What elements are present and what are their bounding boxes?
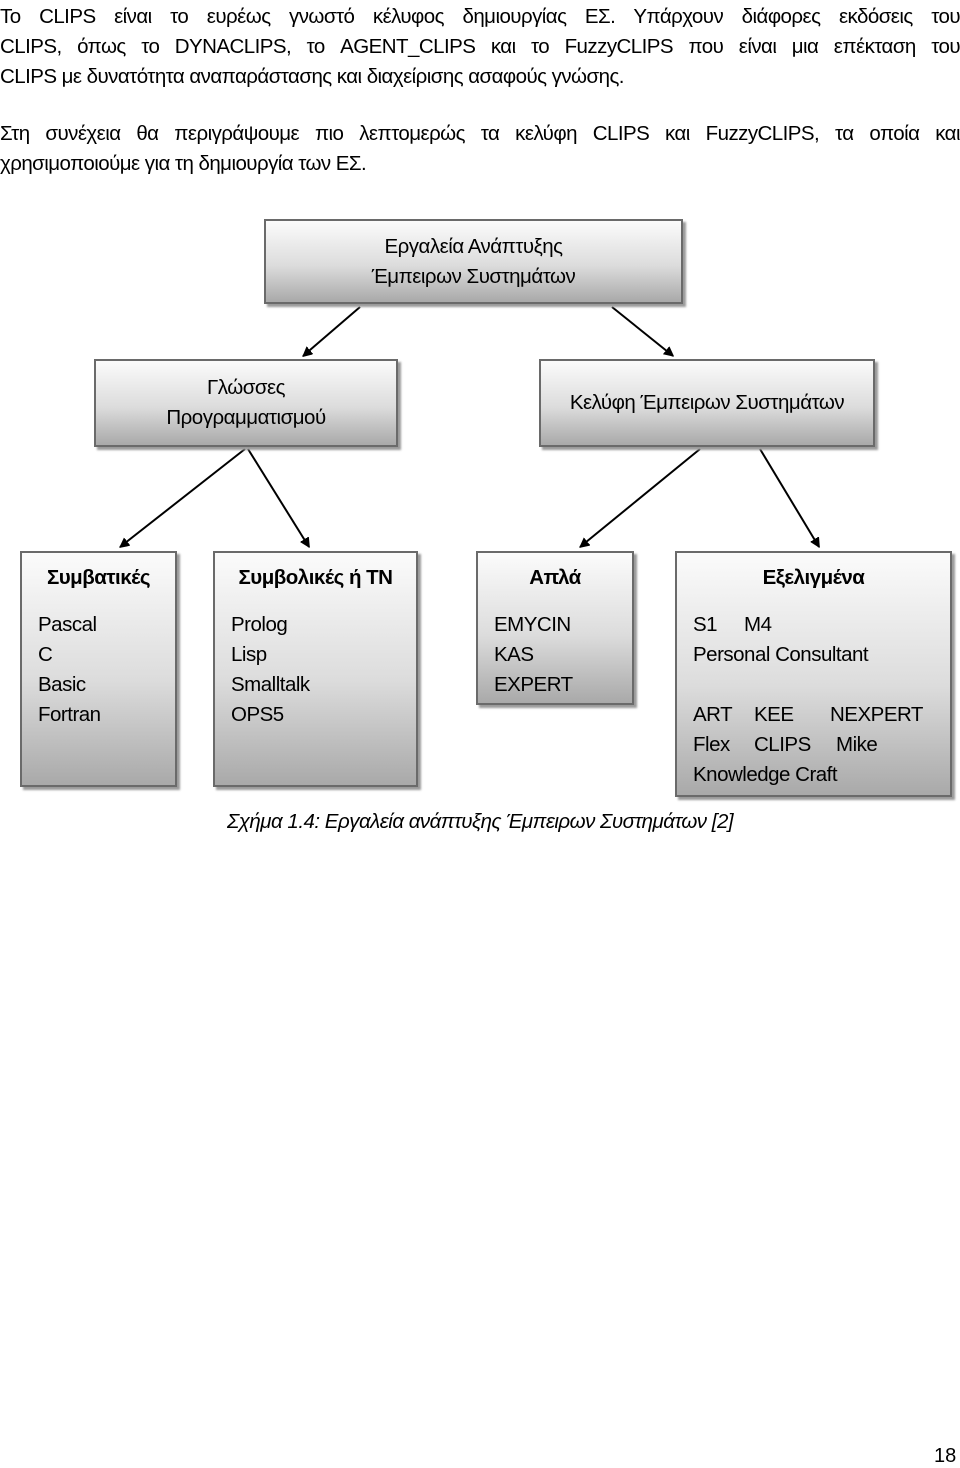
box-title: Συμβατικές [46,566,151,589]
list-item: NEXPERT [830,703,923,726]
languages-box: Γλώσσες Προγραμματισμού [94,359,398,447]
list-item: Flex [693,733,730,756]
list-item: S1 [693,613,718,636]
box-label: Έμπειρων Συστημάτων [371,264,576,288]
list-item: Personal Consultant [693,643,869,666]
list-item: Basic [38,673,86,696]
box-label: Προγραμματισμού [166,406,326,429]
paragraph-1: Το CLIPS είναι το ευρέως γνωστό κέλυφος … [0,2,960,92]
list-item: C [38,643,53,666]
arrow-languages-symbolic [247,448,309,547]
list-item: ART [693,703,733,726]
symbolic-box: Συμβολικές ή ΤΝ Prolog Lisp Smalltalk OP… [213,551,418,787]
list-item: M4 [744,613,772,636]
text-line: Το CLIPS είναι το ευρέως γνωστό κέλυφος … [0,5,960,28]
box-label: Εργαλεία Ανάπτυξης [384,234,563,258]
arrow-shells-advanced [759,448,819,547]
diagram-arrows [0,306,960,900]
arrow-shells-simple [580,448,701,547]
root-box: Εργαλεία Ανάπτυξης Έμπειρων Συστημάτων [264,219,683,304]
conventional-box: Συμβατικές Pascal C Basic Fortran [20,551,177,787]
list-item: CLIPS [754,733,811,756]
page-number: 18 [934,1445,957,1467]
list-item: OPS5 [231,703,284,726]
list-item: EMYCIN [494,613,571,636]
list-item: Fortran [38,703,101,726]
paragraph-2: Στη συνέχεια θα περιγράψουμε πιο λεπτομε… [0,119,960,179]
shells-box: Κελύφη Έμπειρων Συστημάτων [539,359,875,447]
figure-caption: Σχήμα 1.4: Εργαλεία ανάπτυξης Έμπειρων Σ… [226,810,734,833]
list-item: Pascal [38,613,97,636]
list-item: Smalltalk [231,673,310,696]
text-line: CLIPS, όπως το DYNACLIPS, το AGENT_CLIPS… [0,35,960,58]
list-item: EXPERT [494,673,573,696]
box-title: Συμβολικές ή ΤΝ [238,566,394,589]
list-item: Lisp [231,643,267,666]
text-line: χρησιμοποιούμε για τη δημιουργία των ΕΣ. [0,152,367,175]
box-label: Κελύφη Έμπειρων Συστημάτων [569,391,845,414]
arrow-root-shells [611,306,673,357]
advanced-box: Εξελιγμένα S1 M4 Personal Consultant ART K… [675,551,952,797]
text-line: Στη συνέχεια θα περιγράψουμε πιο λεπτομε… [0,122,960,145]
arrow-languages-conventional [120,448,246,547]
text-line: CLIPS με δυνατότητα αναπαράστασης και δι… [0,65,624,88]
list-item: KAS [494,643,534,666]
list-item: Mike [836,733,878,756]
box-title: Εξελιγμένα [762,566,865,589]
box-title: Απλά [529,566,581,589]
list-item: Knowledge Craft [693,763,838,786]
box-label: Γλώσσες [206,376,286,399]
list-item: KEE [754,703,794,726]
simple-box: Απλά EMYCIN KAS EXPERT [476,551,634,705]
list-item: Prolog [231,613,288,636]
arrow-root-languages [303,306,361,356]
